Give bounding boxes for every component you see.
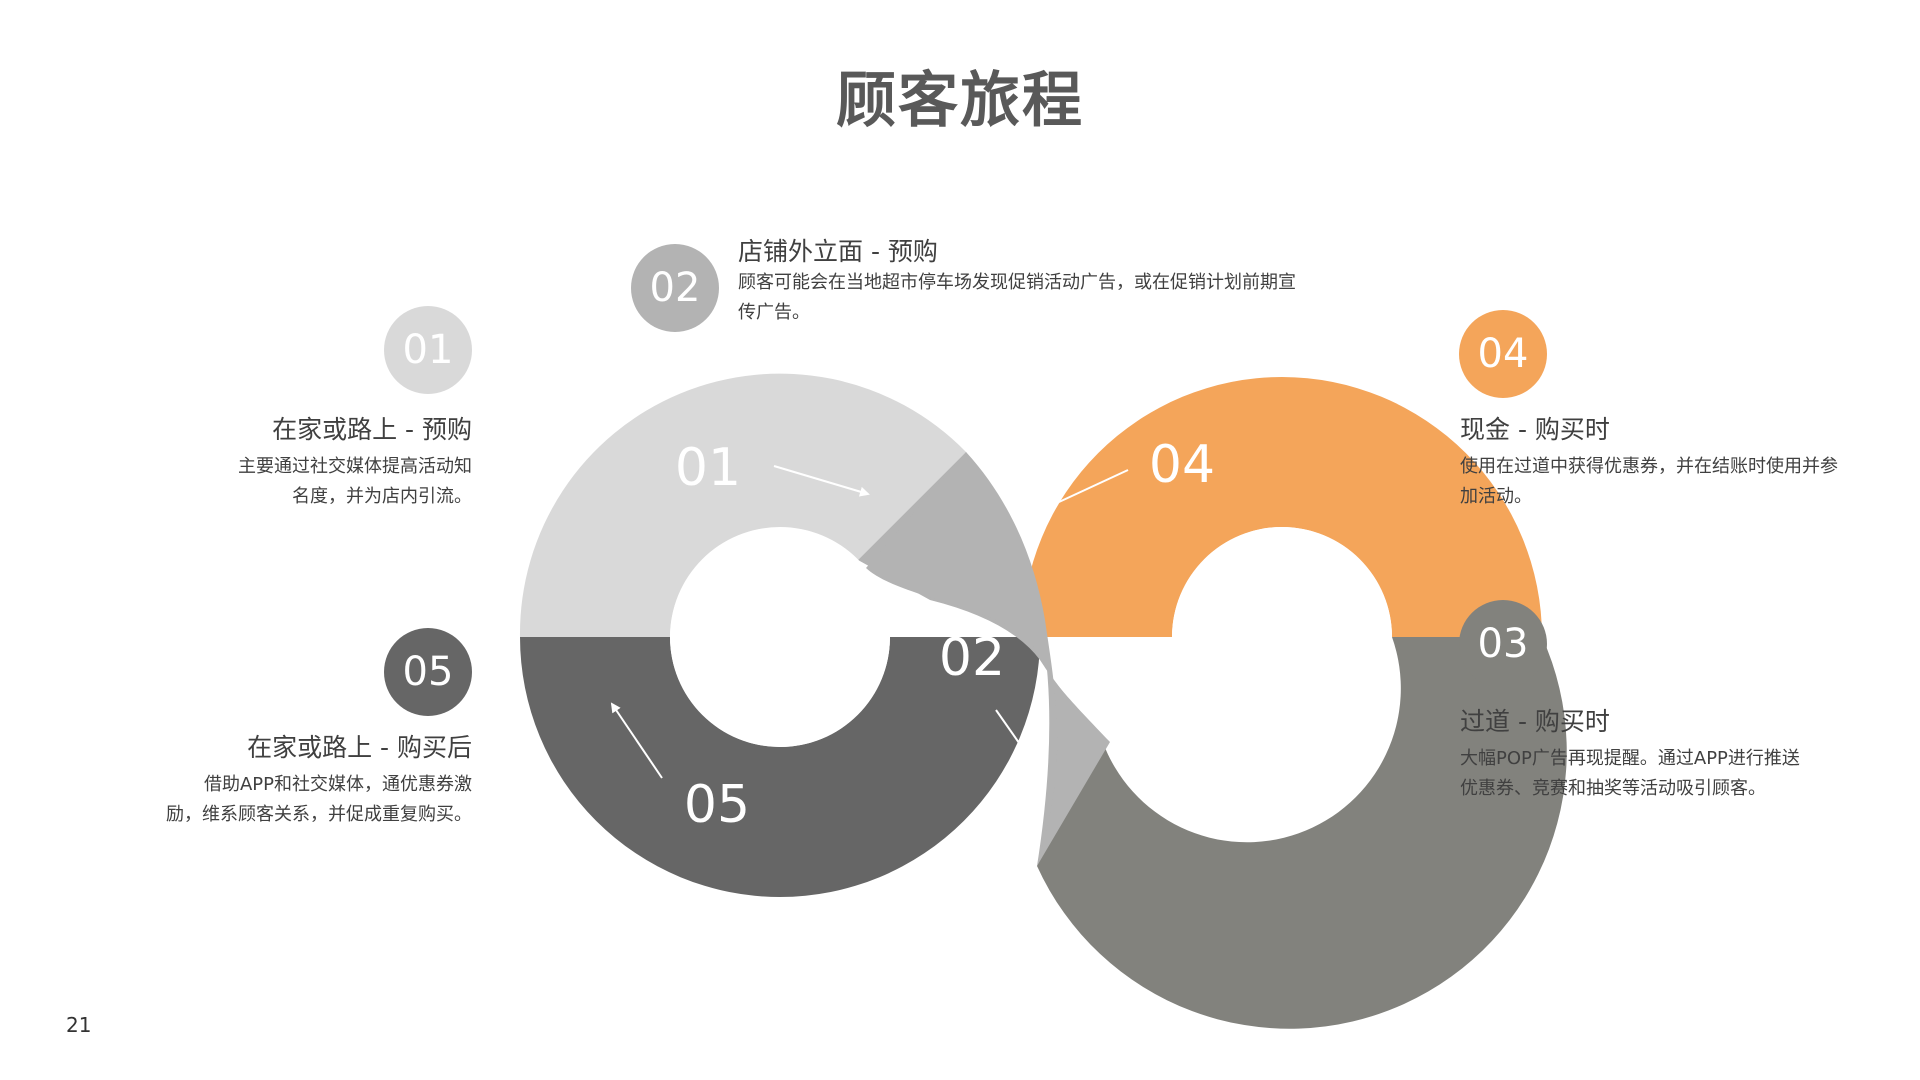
segment-04 xyxy=(1022,377,1542,637)
step-desc-04-line2: 加活动。 xyxy=(1460,486,1532,507)
arrow-04 xyxy=(1044,469,1129,510)
step-desc-05: 借助APP和社交媒体，通优惠券激 励，维系顾客关系，并促成重复购买。 xyxy=(166,770,472,830)
step-desc-04-line1: 使用在过道中获得优惠券，并在结账时使用并参 xyxy=(1460,456,1838,477)
arrow-03 xyxy=(1301,678,1346,767)
segment-label-05: 05 xyxy=(684,775,750,835)
step-desc-05-line2: 励，维系顾客关系，并促成重复购买。 xyxy=(166,804,472,825)
segment-label-02: 02 xyxy=(939,628,1005,688)
step-desc-02: 顾客可能会在当地超市停车场发现促销活动广告，或在促销计划前期宣 传广告。 xyxy=(738,268,1338,328)
left-ring-hole xyxy=(670,527,890,747)
arrow-05 xyxy=(610,702,663,779)
step-badge-03: 03 xyxy=(1459,600,1547,688)
step-desc-03-line2: 优惠券、竞赛和抽奖等活动吸引顾客。 xyxy=(1460,778,1766,799)
step-desc-04: 使用在过道中获得优惠券，并在结账时使用并参 加活动。 xyxy=(1460,452,1900,512)
step-desc-05-line1: 借助APP和社交媒体，通优惠券激 xyxy=(203,774,472,795)
page-title: 顾客旅程 xyxy=(836,66,1084,136)
segment-05 xyxy=(520,637,1040,897)
step-desc-02-line1: 顾客可能会在当地超市停车场发现促销活动广告，或在促销计划前期宣 xyxy=(738,272,1296,293)
arrow-01 xyxy=(773,465,870,497)
step-desc-01: 主要通过社交媒体提高活动知 名度，并为店内引流。 xyxy=(238,452,472,512)
segment-label-01: 01 xyxy=(675,438,741,498)
segment-01 xyxy=(519,373,966,637)
step-title-05: 在家或路上 - 购买后 xyxy=(247,733,472,762)
step-title-02: 店铺外立面 - 预购 xyxy=(738,237,938,266)
step-title-04: 现金 - 购买时 xyxy=(1460,415,1610,444)
step-badge-01: 01 xyxy=(384,306,472,394)
step-desc-03-line1: 大幅POP广告再现提醒。通过APP进行推送 xyxy=(1460,748,1800,769)
step-desc-01-line1: 主要通过社交媒体提高活动知 xyxy=(238,456,472,477)
segment-label-03: 03 xyxy=(1199,775,1265,835)
step-badge-02: 02 xyxy=(631,244,719,332)
right-ring-hole xyxy=(1172,527,1392,747)
segment-03 xyxy=(1037,637,1567,1029)
step-desc-03: 大幅POP广告再现提醒。通过APP进行推送 优惠券、竞赛和抽奖等活动吸引顾客。 xyxy=(1460,744,1900,804)
step-badge-05: 05 xyxy=(384,628,472,716)
step-desc-02-line2: 传广告。 xyxy=(738,302,810,323)
step-title-03: 过道 - 购买时 xyxy=(1460,707,1610,736)
step-badge-04: 04 xyxy=(1459,310,1547,398)
step-title-01: 在家或路上 - 预购 xyxy=(272,415,472,444)
segment-label-04: 04 xyxy=(1149,435,1215,495)
step-desc-01-line2: 名度，并为店内引流。 xyxy=(292,486,472,507)
page-number: 21 xyxy=(66,1013,92,1037)
segment-02-bridge xyxy=(866,452,1110,866)
arrow-02 xyxy=(995,709,1047,782)
